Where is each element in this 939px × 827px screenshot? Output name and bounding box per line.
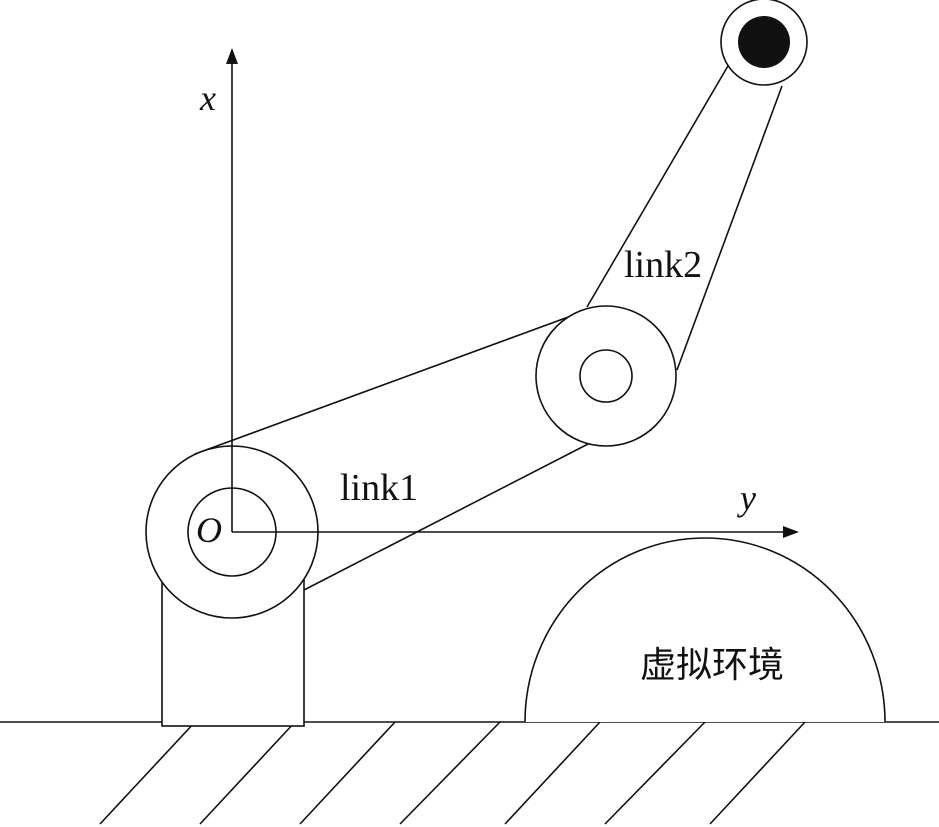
y-axis-label: y (737, 478, 756, 518)
link1-label: link1 (340, 467, 418, 509)
origin-label: O (196, 510, 222, 550)
virtual-environment-dome (524, 537, 886, 723)
link2-label: link2 (624, 244, 702, 286)
ground-hatching (99, 721, 806, 825)
x-axis-label: x (199, 78, 216, 118)
elbow-joint-inner (579, 349, 633, 403)
environment-label: 虚拟环境 (640, 645, 784, 686)
end-effector-dot (738, 16, 790, 68)
link2-body (586, 58, 783, 371)
link1-body (194, 311, 591, 591)
